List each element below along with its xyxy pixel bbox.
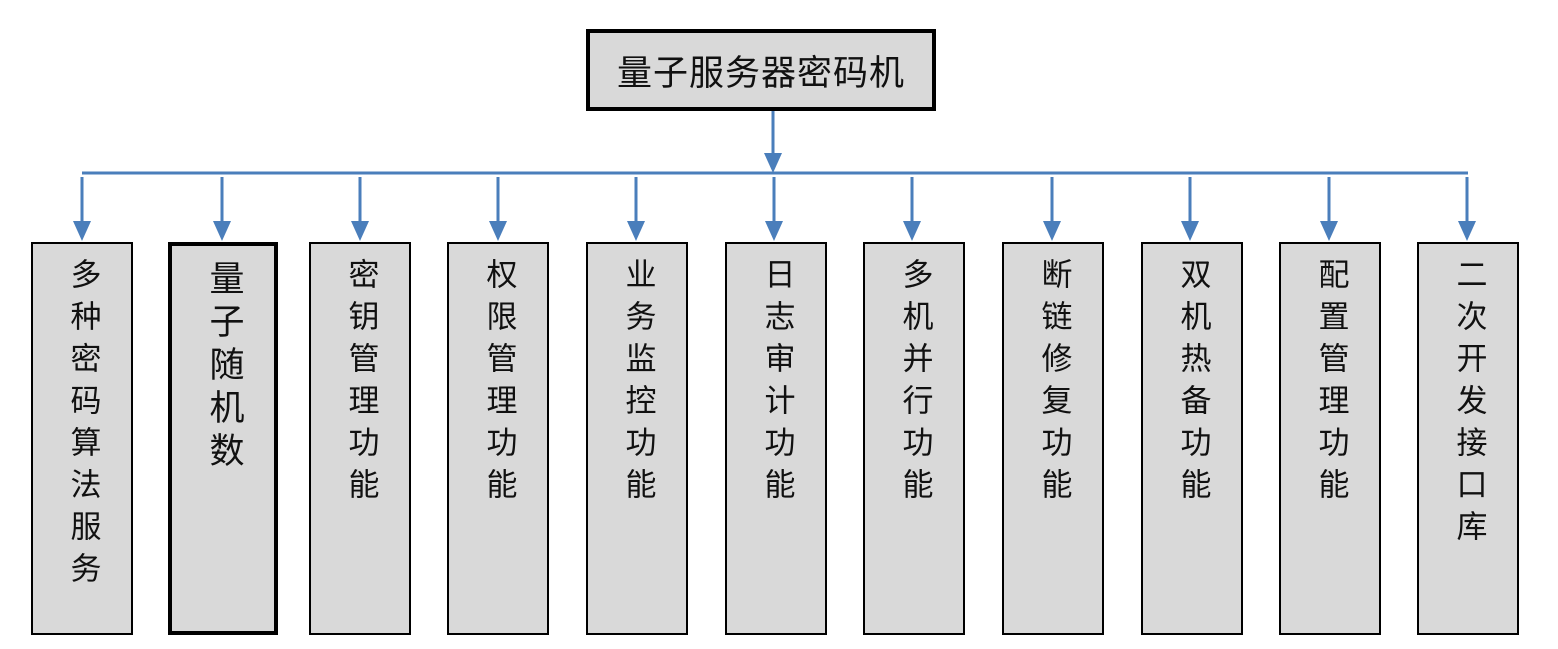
root-connector-arrowhead <box>764 153 782 173</box>
child-node-business-monitoring: 业务监控功能 <box>586 242 688 635</box>
child-node-label: 配置管理功能 <box>1312 258 1349 510</box>
child-node-config-management: 配置管理功能 <box>1279 242 1381 635</box>
child-node-dev-interface: 二次开发接口库 <box>1417 242 1519 635</box>
child-node-label: 密钥管理功能 <box>342 258 379 510</box>
child-node-hot-standby: 双机热备功能 <box>1141 242 1243 635</box>
child-connector-arrowhead <box>1181 221 1199 241</box>
child-connector-arrowhead <box>1458 221 1476 241</box>
child-node-label: 量子随机数 <box>203 260 244 475</box>
child-connector-arrowhead <box>765 221 783 241</box>
child-connector-arrowhead <box>1320 221 1338 241</box>
child-node-label: 权限管理功能 <box>480 258 517 510</box>
child-connector-arrowhead <box>351 221 369 241</box>
root-node-label: 量子服务器密码机 <box>616 53 905 94</box>
child-node-label: 业务监控功能 <box>619 258 656 510</box>
child-connector-arrowhead <box>1043 221 1061 241</box>
child-node-key-management: 密钥管理功能 <box>309 242 411 635</box>
child-node-label: 日志审计功能 <box>758 258 795 510</box>
child-node-permission-management: 权限管理功能 <box>447 242 549 635</box>
child-node-link-repair: 断链修复功能 <box>1002 242 1104 635</box>
child-node-multi-parallel: 多机并行功能 <box>863 242 965 635</box>
child-node-label: 多机并行功能 <box>896 258 933 510</box>
child-connector-arrowhead <box>489 221 507 241</box>
child-node-label: 双机热备功能 <box>1174 258 1211 510</box>
child-connector-arrowhead <box>73 221 91 241</box>
child-node-log-audit: 日志审计功能 <box>725 242 827 635</box>
child-node-quantum-random: 量子随机数 <box>168 242 278 635</box>
child-connector-arrowhead <box>903 221 921 241</box>
root-node: 量子服务器密码机 <box>586 29 936 111</box>
child-connector-arrowhead <box>213 221 231 241</box>
child-connector-arrowhead <box>627 221 645 241</box>
child-node-label: 二次开发接口库 <box>1450 258 1487 552</box>
child-node-algorithm-service: 多种密码算法服务 <box>31 242 133 635</box>
child-node-label: 多种密码算法服务 <box>64 258 101 594</box>
child-node-label: 断链修复功能 <box>1035 258 1072 510</box>
